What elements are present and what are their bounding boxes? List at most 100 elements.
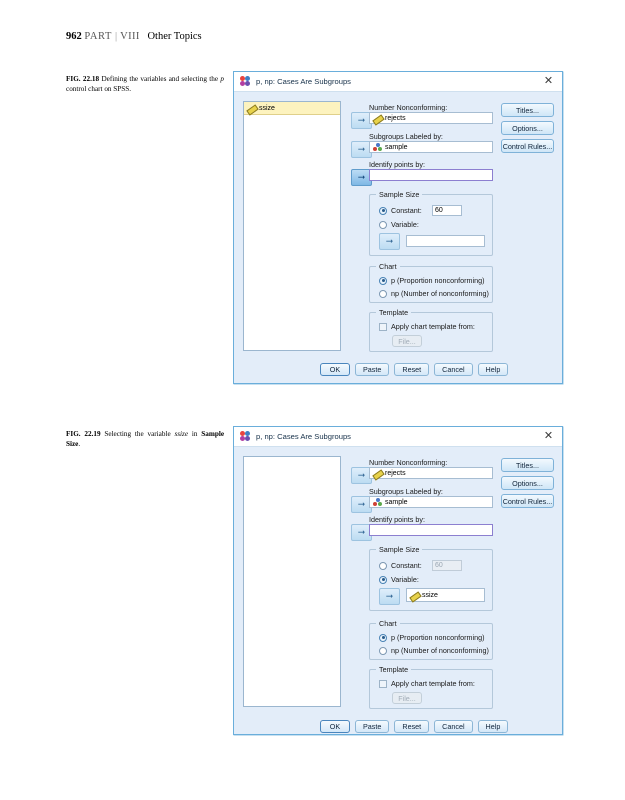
scale-icon — [247, 104, 256, 113]
chart-group: Chart p (Proportion nonconforming) np (N… — [369, 262, 493, 303]
dialog-titlebar[interactable]: p, np: Cases Are Subgroups ✕ — [234, 427, 562, 447]
right-arrow-icon: ➞ — [357, 470, 366, 480]
chart-np-radio[interactable]: np (Number of nonconforming) — [379, 646, 489, 655]
dialog-button-row: OK Paste Reset Cancel Help — [320, 363, 509, 376]
chart-np-label: np (Number of nonconforming) — [391, 646, 489, 655]
close-icon[interactable]: ✕ — [543, 430, 554, 442]
titles-button[interactable]: Titles... — [501, 103, 554, 117]
move-to-number-nonconforming-button[interactable]: ➞ — [351, 112, 372, 129]
file-button: File... — [392, 335, 422, 347]
right-arrow-icon: ➞ — [357, 144, 366, 154]
cancel-button[interactable]: Cancel — [434, 720, 473, 733]
spss-chart-icon — [240, 76, 251, 87]
template-group: Template Apply chart template from: File… — [369, 665, 493, 709]
constant-label: Constant: — [391, 561, 422, 570]
chart-p-label: p (Proportion nonconforming) — [391, 633, 485, 642]
number-nonconforming-field[interactable]: rejects — [369, 467, 493, 479]
radio-indicator — [379, 276, 387, 285]
dialog-titlebar[interactable]: p, np: Cases Are Subgroups ✕ — [234, 72, 562, 92]
chart-p-radio[interactable]: p (Proportion nonconforming) — [379, 276, 485, 285]
options-button[interactable]: Options... — [501, 121, 554, 135]
ok-button[interactable]: OK — [320, 720, 350, 733]
control-rules-button[interactable]: Control Rules... — [501, 139, 554, 153]
radio-indicator — [379, 206, 387, 215]
page-header: 962 PART|VIII Other Topics — [66, 31, 202, 42]
variable-radio[interactable]: Variable: — [379, 220, 419, 229]
constant-value-input: 60 — [432, 560, 462, 571]
chart-np-radio[interactable]: np (Number of nonconforming) — [379, 289, 489, 298]
close-icon[interactable]: ✕ — [543, 75, 554, 87]
identify-points-by-field[interactable] — [369, 169, 493, 181]
sample-size-variable-field[interactable] — [406, 235, 485, 247]
figure-caption-text-before: Defining the variables and selecting the — [101, 75, 221, 83]
apply-chart-template-checkbox[interactable]: Apply chart template from: — [379, 679, 475, 688]
move-to-sample-size-variable-button[interactable]: ➞ — [379, 233, 400, 250]
figure-caption-italic: p — [220, 75, 225, 83]
identify-points-by-label: Identify points by: — [369, 515, 425, 524]
sample-size-variable-field[interactable]: ssize — [406, 588, 485, 602]
radio-indicator — [379, 561, 387, 570]
figure-caption-text-mid: in — [188, 430, 202, 438]
variable-name: ssize — [259, 104, 275, 112]
field-value: rejects — [385, 469, 406, 477]
source-variable-list[interactable] — [243, 456, 341, 707]
apply-template-label: Apply chart template from: — [391, 679, 475, 688]
nominal-icon — [373, 142, 382, 152]
reset-button[interactable]: Reset — [394, 720, 430, 733]
page-number: 962 — [66, 31, 82, 42]
constant-radio[interactable]: Constant: — [379, 561, 422, 570]
reset-button[interactable]: Reset — [394, 363, 430, 376]
variable-label: Variable: — [391, 220, 419, 229]
figure-caption-text-before: Selecting the variable — [104, 430, 175, 438]
move-to-identify-points-button[interactable]: ➞ — [351, 169, 372, 186]
identify-points-by-field[interactable] — [369, 524, 493, 536]
apply-template-label: Apply chart template from: — [391, 322, 475, 331]
number-nonconforming-label: Number Nonconforming: — [369, 103, 448, 112]
subgroups-labeled-by-field[interactable]: sample — [369, 141, 493, 153]
chart-p-radio[interactable]: p (Proportion nonconforming) — [379, 633, 485, 642]
input-value: 60 — [435, 207, 443, 214]
paste-button[interactable]: Paste — [355, 720, 390, 733]
help-button[interactable]: Help — [477, 720, 509, 733]
right-arrow-icon: ➞ — [357, 499, 366, 509]
right-arrow-icon: ➞ — [357, 172, 366, 182]
input-value: 60 — [435, 562, 443, 569]
subgroups-labeled-by-field[interactable]: sample — [369, 496, 493, 508]
page-section-title: Other Topics — [147, 31, 202, 42]
checkbox-indicator — [379, 679, 387, 688]
number-nonconforming-label: Number Nonconforming: — [369, 458, 448, 467]
source-variable-list[interactable]: ssize — [243, 101, 341, 351]
figure-caption-2218: FIG. 22.18 Defining the variables and se… — [66, 75, 224, 94]
chart-group: Chart p (Proportion nonconforming) np (N… — [369, 619, 493, 660]
radio-indicator — [379, 633, 387, 642]
spss-dialog-p-np-cases-are-subgroups[interactable]: p, np: Cases Are Subgroups ✕ ssize ➞ Num… — [233, 71, 563, 384]
number-nonconforming-field[interactable]: rejects — [369, 112, 493, 124]
dialog-title: p, np: Cases Are Subgroups — [256, 432, 351, 441]
sample-size-title: Sample Size — [376, 545, 423, 554]
figure-caption-2219: FIG. 22.19 Selecting the variable ssize … — [66, 430, 224, 449]
list-item[interactable]: ssize — [244, 102, 340, 115]
ok-button[interactable]: OK — [320, 363, 350, 376]
figure-label: FIG. 22.19 — [66, 430, 101, 438]
help-button[interactable]: Help — [477, 363, 509, 376]
constant-radio[interactable]: Constant: — [379, 206, 422, 215]
paste-button[interactable]: Paste — [355, 363, 390, 376]
dialog-button-row: OK Paste Reset Cancel Help — [320, 720, 509, 733]
identify-points-by-label: Identify points by: — [369, 160, 425, 169]
titles-button[interactable]: Titles... — [501, 458, 554, 472]
apply-chart-template-checkbox[interactable]: Apply chart template from: — [379, 322, 475, 331]
options-button[interactable]: Options... — [501, 476, 554, 490]
subgroups-labeled-by-label: Subgroups Labeled by: — [369, 487, 443, 496]
variable-radio[interactable]: Variable: — [379, 575, 419, 584]
constant-value-input[interactable]: 60 — [432, 205, 462, 216]
chart-title: Chart — [376, 619, 400, 628]
dialog-body: ssize ➞ Number Nonconforming: rejects ➞ … — [234, 92, 562, 384]
move-to-sample-size-variable-button[interactable]: ➞ — [379, 588, 400, 605]
sample-size-group: Sample Size Constant: 60 Variable: ➞ — [369, 190, 493, 256]
cancel-button[interactable]: Cancel — [434, 363, 473, 376]
figure-caption-text-after: control chart on SPSS. — [66, 84, 132, 93]
checkbox-indicator — [379, 322, 387, 331]
figure-caption-text-after: . — [78, 439, 81, 448]
spss-dialog-p-np-cases-are-subgroups[interactable]: p, np: Cases Are Subgroups ✕ ➞ Number No… — [233, 426, 563, 735]
control-rules-button[interactable]: Control Rules... — [501, 494, 554, 508]
